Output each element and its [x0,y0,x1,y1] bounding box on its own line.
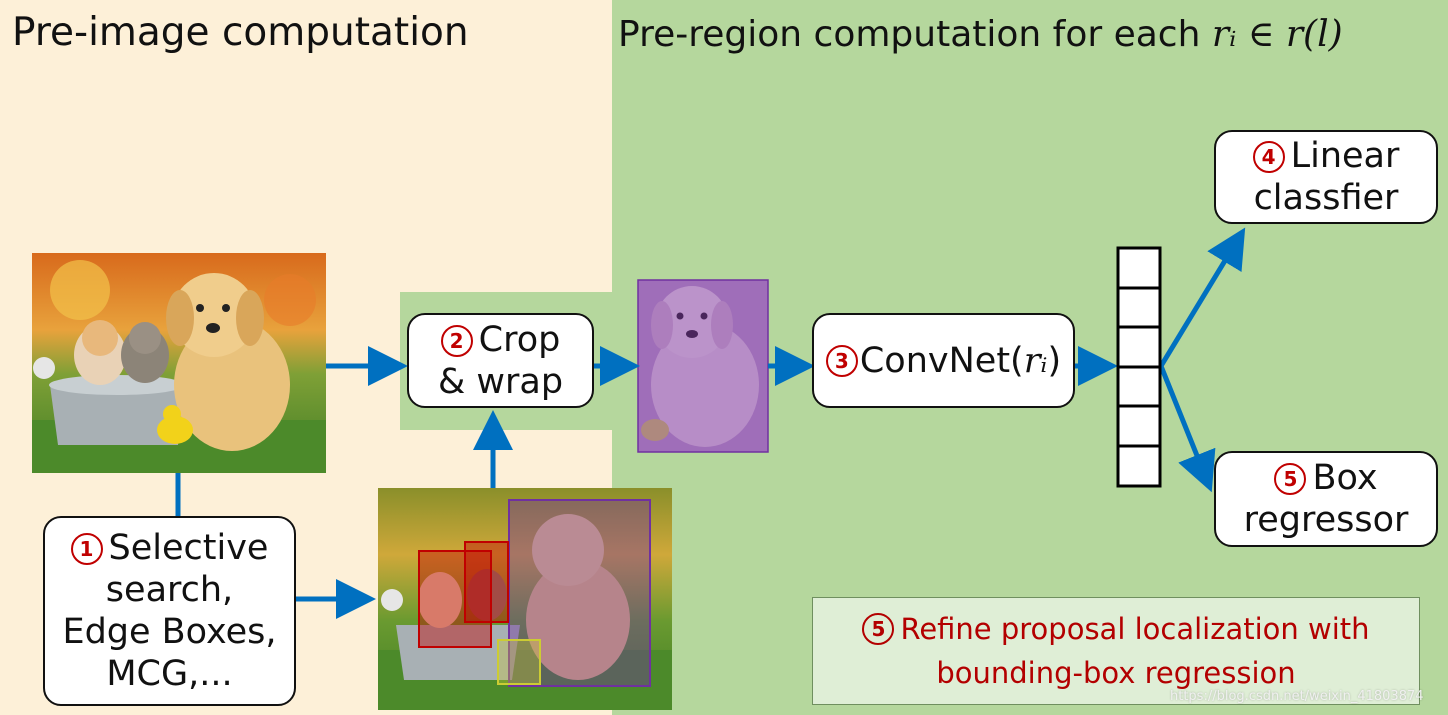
feature-cell [1116,325,1162,369]
step1-line-text: Selective [108,528,269,568]
step3-number-badge: 3 [825,344,858,377]
step4-number-badge: 4 [1252,141,1285,173]
step3-math: rᵢ [1023,340,1048,381]
pre-image-heading: Pre-image computation [12,10,469,55]
pre-region-heading-text: Pre-region computation for each [618,14,1212,55]
arrow-vector-to-regressor [1158,365,1216,493]
note-line: bounding-box regression [936,656,1296,690]
cropped-photo [637,279,769,453]
step2-line-text: Crop [478,319,561,360]
step3-suffix: ) [1047,340,1062,381]
pre-region-heading-math: rᵢ ∈ r(l) [1211,14,1343,55]
connectors [175,227,1246,619]
step1-line: MCG,... [106,654,233,694]
feature-cell [1116,286,1162,329]
step4-line-text: Linear [1290,136,1400,176]
step4-line: classfier [1253,178,1399,218]
step1-line: search, [105,570,234,610]
watermark: https://blog.csdn.net/weixin_41803874 [1170,689,1424,704]
note-number-badge: 5 [862,613,895,645]
step3-label: ConvNet( [859,340,1024,381]
step2-number-badge: 2 [440,324,473,357]
feature-vector [1116,246,1162,488]
step1-number-badge: 1 [70,533,103,565]
feature-cell [1116,444,1162,488]
step5-line: regressor [1243,500,1409,540]
note-line-text: Refine proposal localization with [900,612,1370,646]
proposals-photo [378,488,672,710]
input-photo [32,253,326,473]
arrow-vector-to-classifier [1158,227,1246,368]
step5-line-text: Box [1312,458,1378,498]
feature-cell [1116,246,1162,290]
pre-region-heading: Pre-region computation for each rᵢ ∈ r(l… [618,14,1343,55]
step5-number-badge: 5 [1274,463,1307,495]
feature-cell [1116,404,1162,448]
step2-line: & wrap [437,361,564,402]
feature-cell [1116,365,1162,408]
step1-line: Edge Boxes, [62,612,277,652]
